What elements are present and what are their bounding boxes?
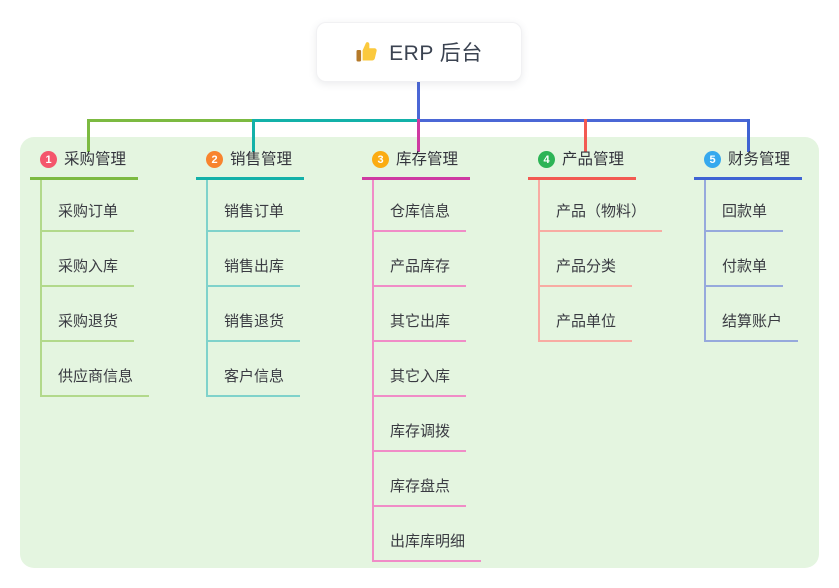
- rail-segment: [252, 119, 420, 122]
- child-node[interactable]: 销售出库: [206, 257, 301, 287]
- branch-number-badge: 2: [206, 151, 223, 168]
- child-node[interactable]: 库存调拨: [372, 422, 467, 452]
- child-node[interactable]: 其它出库: [372, 312, 467, 342]
- child-node[interactable]: 销售订单: [206, 202, 301, 232]
- branch-header-5[interactable]: 5 财务管理: [694, 149, 803, 180]
- child-node[interactable]: 付款单: [704, 257, 784, 287]
- child-node[interactable]: 出库库明细: [372, 532, 482, 562]
- branch-header-3[interactable]: 3 库存管理: [362, 149, 471, 180]
- branch-drop-line: [252, 119, 255, 152]
- branch-child-connector: [704, 180, 706, 342]
- child-node[interactable]: 供应商信息: [40, 367, 150, 397]
- child-node[interactable]: 产品（物料）: [538, 202, 663, 232]
- branch-child-connector: [538, 180, 540, 342]
- branch-drop-line: [417, 119, 420, 152]
- child-node[interactable]: 产品库存: [372, 257, 467, 287]
- thumbs-up-icon: [355, 40, 379, 64]
- root-connector-line: [417, 82, 420, 122]
- child-node[interactable]: 结算账户: [704, 312, 799, 342]
- branches-panel-background: [20, 137, 819, 568]
- child-node[interactable]: 销售退货: [206, 312, 301, 342]
- branch-label: 销售管理: [230, 151, 293, 168]
- root-node[interactable]: ERP 后台: [316, 22, 522, 82]
- child-node[interactable]: 采购退货: [40, 312, 135, 342]
- branch-drop-line: [747, 119, 750, 152]
- child-node[interactable]: 产品分类: [538, 257, 633, 287]
- branch-number-badge: 3: [372, 151, 389, 168]
- branch-label: 采购管理: [64, 151, 127, 168]
- child-node[interactable]: 采购入库: [40, 257, 135, 287]
- branch-drop-line: [87, 119, 90, 152]
- child-node[interactable]: 库存盘点: [372, 477, 467, 507]
- branch-label: 库存管理: [396, 151, 459, 168]
- child-node[interactable]: 回款单: [704, 202, 784, 232]
- branch-number-badge: 5: [704, 151, 721, 168]
- branch-header-4[interactable]: 4 产品管理: [528, 149, 637, 180]
- branch-number-badge: 1: [40, 151, 57, 168]
- rail-segment: [87, 119, 255, 122]
- rail-segment: [417, 119, 750, 122]
- branch-label: 财务管理: [728, 151, 791, 168]
- branch-drop-line: [584, 119, 587, 152]
- branch-header-1[interactable]: 1 采购管理: [30, 149, 139, 180]
- child-node[interactable]: 仓库信息: [372, 202, 467, 232]
- branch-number-badge: 4: [538, 151, 555, 168]
- root-title: ERP 后台: [389, 42, 483, 65]
- branch-label: 产品管理: [562, 151, 625, 168]
- child-node[interactable]: 其它入库: [372, 367, 467, 397]
- branch-child-connector: [40, 180, 42, 397]
- child-node[interactable]: 客户信息: [206, 367, 301, 397]
- branch-child-connector: [206, 180, 208, 397]
- child-node[interactable]: 采购订单: [40, 202, 135, 232]
- branch-child-connector: [372, 180, 374, 562]
- child-node[interactable]: 产品单位: [538, 312, 633, 342]
- branch-header-2[interactable]: 2 销售管理: [196, 149, 305, 180]
